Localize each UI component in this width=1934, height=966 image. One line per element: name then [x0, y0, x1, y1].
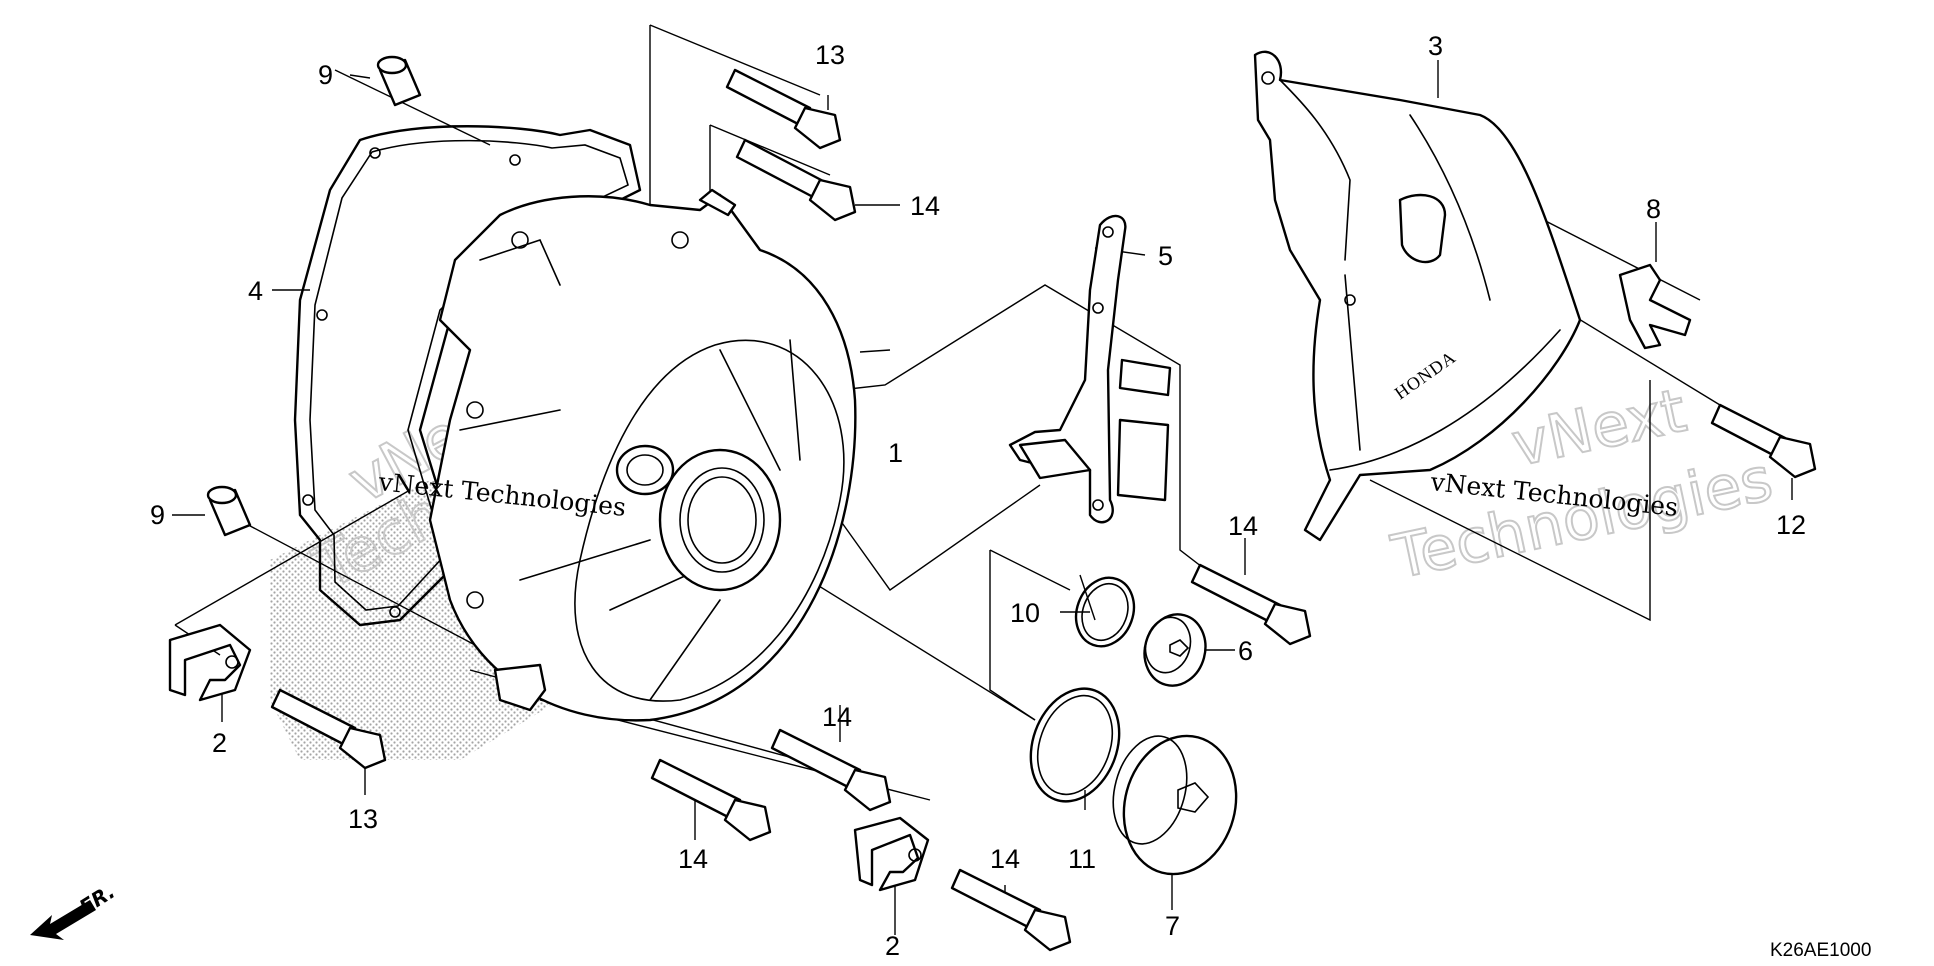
callout-4: 4 [248, 276, 263, 306]
callout-5: 5 [1158, 241, 1173, 271]
crankcase-cover [428, 188, 857, 722]
callout-2-left: 2 [212, 728, 227, 758]
bolt-12 [1710, 403, 1817, 479]
bolt-13-left [270, 688, 387, 770]
bracket [1008, 214, 1172, 524]
bolt-13-top [725, 68, 842, 150]
callout-2-bottom: 2 [885, 931, 900, 961]
callout-10: 10 [1010, 598, 1040, 628]
callout-14-top: 14 [910, 191, 940, 221]
plug-large [1112, 734, 1238, 876]
bolt-14-right [1190, 563, 1312, 646]
callout-3: 3 [1428, 31, 1443, 61]
plug-small [1143, 613, 1207, 687]
bolt-14-bottom [950, 868, 1072, 952]
callout-14-lower: 14 [678, 844, 708, 874]
callout-14-bottom: 14 [990, 844, 1020, 874]
bolt-14-lower [650, 758, 772, 842]
side-cover: HONDA [1253, 50, 1582, 542]
callout-6: 6 [1238, 636, 1253, 666]
bolt-14-top [735, 138, 857, 222]
callout-14-right: 14 [1228, 511, 1258, 541]
diagram-code: K26AE1000 [1770, 940, 1871, 961]
callout-11: 11 [1068, 844, 1096, 874]
gasket-inner [309, 139, 629, 611]
callout-labels: 1 2 2 3 4 5 6 7 8 9 9 10 11 12 13 13 14 … [150, 31, 1806, 961]
o-ring-large [1029, 687, 1121, 803]
callout-8: 8 [1646, 194, 1661, 224]
clip [1618, 263, 1692, 350]
callout-13-top: 13 [815, 40, 845, 70]
callout-1: 1 [888, 438, 903, 468]
callout-7: 7 [1165, 911, 1180, 941]
collar-left [206, 485, 252, 537]
clamp-bottom [853, 816, 930, 892]
gasket [293, 125, 642, 627]
callout-12: 12 [1776, 510, 1806, 540]
collar-top [376, 55, 422, 107]
callout-14-mid: 14 [822, 702, 852, 732]
o-ring-small [1074, 576, 1136, 648]
bolt-14-mid [770, 728, 892, 812]
callout-9-left: 9 [150, 500, 165, 530]
front-direction-arrow: FR. [30, 879, 119, 940]
callout-13-left: 13 [348, 804, 378, 834]
callout-9-top: 9 [318, 60, 333, 90]
clamp-left [168, 623, 252, 702]
